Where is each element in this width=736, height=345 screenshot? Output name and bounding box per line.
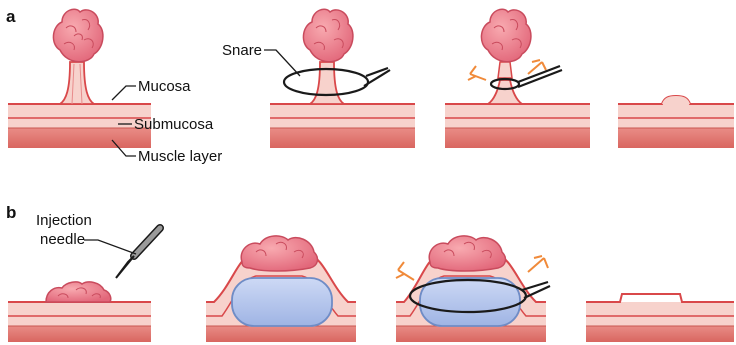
label-snare: Snare bbox=[222, 42, 262, 59]
panel-a-step4 bbox=[618, 96, 734, 148]
panel-b-step2 bbox=[206, 236, 356, 342]
panel-a-step3 bbox=[445, 9, 590, 148]
label-mucosa: Mucosa bbox=[138, 78, 191, 95]
panel-b-step3 bbox=[396, 236, 550, 342]
label-muscle-layer: Muscle layer bbox=[138, 148, 222, 165]
label-submucosa: Submucosa bbox=[134, 116, 214, 133]
label-injection-line2: needle bbox=[40, 231, 85, 248]
saline-bleb-icon bbox=[232, 278, 332, 326]
polyp-icon bbox=[53, 9, 103, 62]
panel-a-step2 bbox=[264, 9, 415, 148]
panel-b-step4 bbox=[586, 294, 734, 342]
panel-letter-b: b bbox=[6, 203, 16, 222]
label-injection-line1: Injection bbox=[36, 212, 92, 229]
panel-a-step1 bbox=[8, 9, 151, 156]
panel-letter-a: a bbox=[6, 7, 16, 26]
injection-needle-icon bbox=[116, 228, 160, 278]
